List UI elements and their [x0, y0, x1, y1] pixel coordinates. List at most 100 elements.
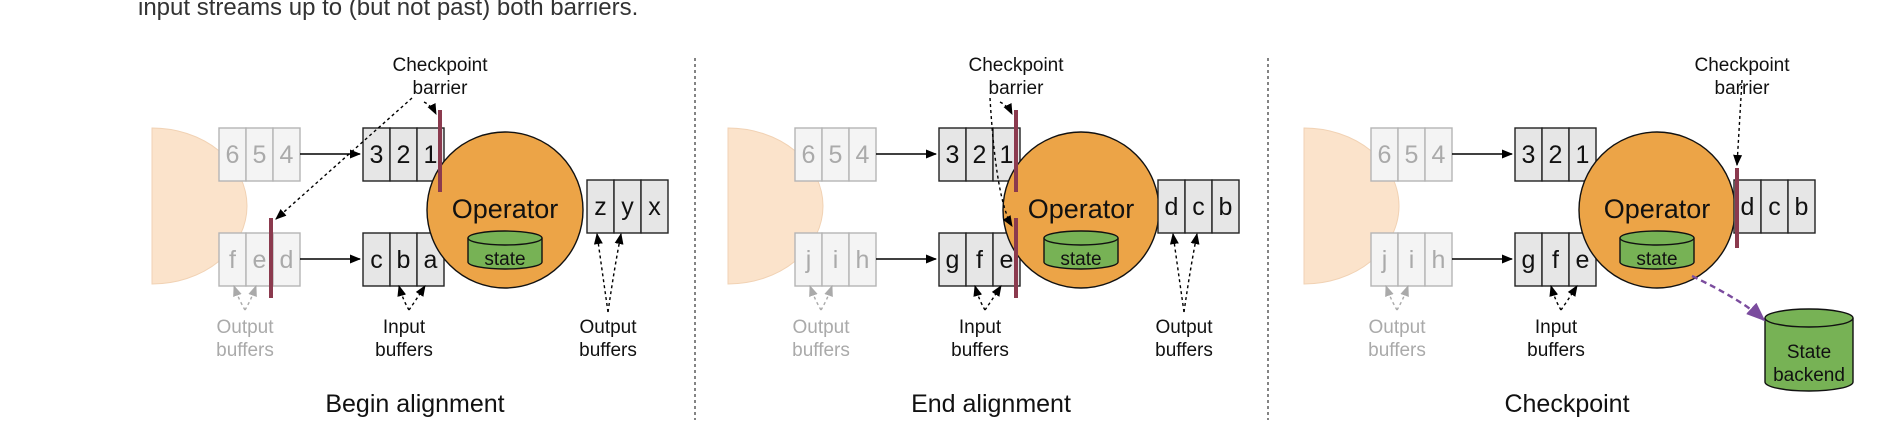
- right-output-pointer: [1183, 232, 1200, 313]
- input-bottom-buffer-item: c: [370, 246, 383, 274]
- input-bottom-buffer-item: a: [424, 246, 438, 274]
- state-db: [1619, 230, 1695, 270]
- input-buffer-pointer: [984, 285, 1002, 311]
- input-top-buffer-item: 3: [1522, 141, 1536, 169]
- upstream-bottom-buffer-cell: [848, 232, 877, 287]
- upstream-bottom-buffer-cell: [1397, 232, 1426, 287]
- input-buffers-label: Input: [1535, 317, 1578, 338]
- upstream-top-buffer-item: 5: [829, 141, 843, 169]
- state-db-body: [1619, 238, 1695, 270]
- upstream-top-buffer-cell: [1397, 127, 1426, 182]
- state-db: [467, 230, 543, 270]
- state-backend-label: State: [1787, 342, 1831, 363]
- state-db-body: [1043, 238, 1119, 270]
- upstream-bottom-buffer-cell: [245, 232, 274, 287]
- input-top-buffer-item: 2: [973, 141, 987, 169]
- left-output-label: buffers: [216, 340, 274, 361]
- output-buffer-item: b: [1795, 193, 1809, 221]
- left-output-pointer: [244, 284, 257, 311]
- operator-label: Operator: [1028, 194, 1135, 224]
- left-output-label: Output: [216, 317, 274, 338]
- input-bottom-buffer-cell: [1514, 232, 1543, 287]
- checkpoint-barrier-label: Checkpoint: [968, 55, 1064, 76]
- input-bottom-buffer-item: f: [1552, 246, 1559, 274]
- left-output-label: buffers: [792, 340, 850, 361]
- checkpoint-barrier-label: Checkpoint: [1694, 55, 1790, 76]
- input-buffers-label: buffers: [375, 340, 433, 361]
- barrier-pointer: [423, 101, 437, 116]
- left-output-pointer: [233, 284, 246, 311]
- input-bottom-buffer-item: e: [1000, 246, 1014, 274]
- upstream-top-buffer-item: 4: [280, 141, 294, 169]
- checkpoint-barrier-label: barrier: [1715, 78, 1771, 99]
- upstream-top-buffer-item: 4: [856, 141, 870, 169]
- upstream-bottom-buffer-item: j: [805, 246, 812, 274]
- input-top-buffer-cell: [1514, 127, 1543, 182]
- left-output-pointer: [1396, 284, 1409, 311]
- input-buffer-pointer: [1560, 285, 1578, 311]
- right-output-label: Output: [579, 317, 637, 338]
- output-buffer-item: d: [1165, 193, 1179, 221]
- output-buffer-item: x: [648, 193, 661, 221]
- state-label: state: [484, 249, 525, 270]
- input-top-buffer-item: 3: [946, 141, 960, 169]
- upstream-top-buffer-item: 4: [1432, 141, 1446, 169]
- upstream-top-buffer-item: 6: [802, 141, 816, 169]
- upstream-bottom-buffer-cell: [1424, 232, 1453, 287]
- operator-circle: [426, 131, 584, 289]
- input-top-buffer-item: 3: [370, 141, 384, 169]
- state-db-top: [1043, 230, 1119, 246]
- right-output-label: buffers: [1155, 340, 1213, 361]
- output-buffer-cell: [1787, 179, 1816, 234]
- upstream-bottom-buffer-item: h: [856, 246, 870, 274]
- input-buffers-label: buffers: [951, 340, 1009, 361]
- upstream-top-buffer-item: 6: [1378, 141, 1392, 169]
- input-top-buffer-cell: [1541, 127, 1570, 182]
- upstream-top-buffer-cell: [848, 127, 877, 182]
- upstream-bottom-buffer-item: i: [833, 246, 839, 274]
- input-bottom-buffer-item: b: [397, 246, 411, 274]
- input-buffers-label: buffers: [1527, 340, 1585, 361]
- state-label: state: [1060, 249, 1101, 270]
- barrier-pointer: [275, 97, 413, 220]
- upstream-bottom-buffer-item: h: [1432, 246, 1446, 274]
- right-output-label: Output: [1155, 317, 1213, 338]
- state-db: [1043, 230, 1119, 270]
- input-buffers-label: Input: [959, 317, 1002, 338]
- input-bottom-buffer-cell: [362, 232, 391, 287]
- output-buffer-item: z: [594, 193, 607, 221]
- upstream-bottom-buffer-item: f: [229, 246, 236, 274]
- upstream-bottom-buffer-item: e: [253, 246, 267, 274]
- barrier-pointer: [989, 97, 1013, 227]
- output-buffer-cell: [1211, 179, 1240, 234]
- snapshot-arrow: [1691, 274, 1766, 322]
- input-buffer-pointer: [973, 284, 986, 311]
- upstream-bottom-buffer-item: d: [280, 246, 294, 274]
- input-top-buffer-item: 2: [397, 141, 411, 169]
- left-output-pointer: [1385, 284, 1398, 311]
- input-bottom-buffer-item: f: [976, 246, 983, 274]
- state-db-top: [467, 230, 543, 246]
- input-bottom-buffer-item: g: [1522, 246, 1536, 274]
- right-output-label: buffers: [579, 340, 637, 361]
- output-buffer-cell: [1760, 179, 1789, 234]
- barrier-pointer: [1733, 79, 1743, 167]
- upstream-top-buffer-cell: [272, 127, 301, 182]
- input-top-buffer-item: 1: [1000, 141, 1014, 169]
- panel-title: End alignment: [911, 390, 1071, 418]
- input-top-buffer-item: 1: [424, 141, 438, 169]
- state-label: state: [1636, 249, 1677, 270]
